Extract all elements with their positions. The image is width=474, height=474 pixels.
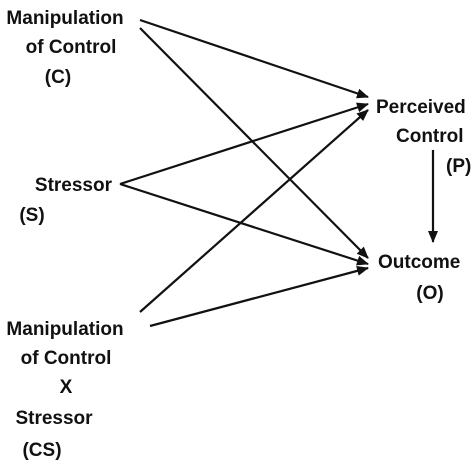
edge-cs-to-p [139, 109, 369, 313]
node-c-line-1: Manipulation [6, 8, 123, 29]
edge-c-to-p [139, 18, 369, 99]
node-cs-line-4: Stressor [15, 408, 93, 429]
node-perceived-control: Perceived Control (P) [376, 97, 471, 177]
edge-s-to-p [119, 102, 369, 186]
node-p-line-3: (P) [446, 156, 471, 177]
node-cs-line-3: X [60, 377, 73, 398]
node-cs-line-1: Manipulation [6, 319, 123, 340]
node-cs-line-5: (CS) [22, 440, 61, 461]
node-c-line-3: (C) [45, 67, 71, 88]
node-p-line-1: Perceived [376, 97, 466, 118]
edge-s-to-o [119, 182, 369, 266]
edge-cs-to-o [149, 265, 369, 328]
node-manipulation-of-control: Manipulation of Control (C) [6, 8, 123, 88]
node-cs-line-2: of Control [21, 348, 112, 369]
edge-c-to-o [139, 27, 369, 259]
node-outcome: Outcome (O) [378, 252, 460, 304]
node-o-line-2: (O) [416, 283, 443, 304]
node-interaction-term: Manipulation of Control X Stressor (CS) [6, 319, 123, 461]
node-c-line-2: of Control [26, 37, 117, 58]
node-o-line-1: Outcome [378, 252, 460, 273]
node-stressor: Stressor (S) [19, 175, 112, 226]
node-s-line-1: Stressor [35, 175, 113, 196]
node-p-line-2: Control [396, 126, 464, 147]
node-s-line-2: (S) [19, 205, 44, 226]
